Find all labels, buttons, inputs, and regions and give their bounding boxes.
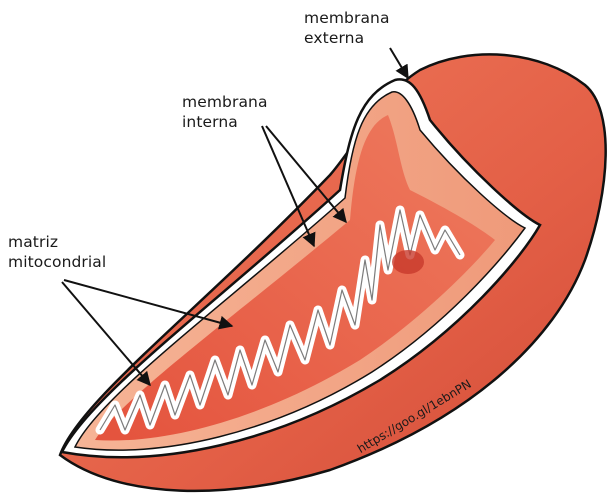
inner-membrane-label: membrana interna: [182, 92, 268, 132]
outer-membrane-label: membrana externa: [304, 8, 390, 48]
inner-membrane-label-line2: interna: [182, 112, 268, 132]
outer-membrane-leader: [390, 48, 408, 78]
matrix-shadow: [392, 250, 424, 274]
outer-membrane-label-line2: externa: [304, 28, 390, 48]
matrix-label-line2: mitocondrial: [8, 252, 106, 272]
outer-membrane-label-line1: membrana: [304, 8, 390, 28]
matrix-label: matriz mitocondrial: [8, 232, 106, 272]
matrix-label-line1: matriz: [8, 232, 106, 252]
inner-membrane-label-line1: membrana: [182, 92, 268, 112]
matrix-leader-1: [62, 282, 150, 385]
